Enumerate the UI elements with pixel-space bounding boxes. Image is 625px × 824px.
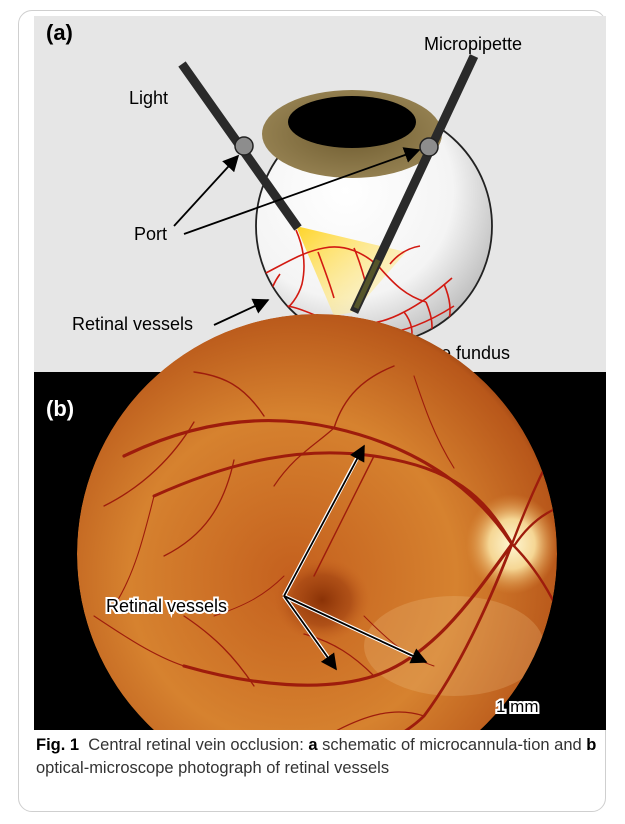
figure-1: (a) Light Micropipette Port Retinal vess… [34, 16, 606, 730]
pupil [288, 96, 416, 148]
label-light: Light [129, 88, 168, 108]
caption-letter-a: a [308, 736, 317, 754]
panel-a-label: (a) [46, 20, 73, 45]
figure-caption: Fig. 1 Central retinal vein occlusion: a… [36, 734, 606, 780]
panel-b-label: (b) [46, 396, 74, 421]
caption-text-2: schematic of microcannula-tion and [318, 736, 587, 754]
scale-bar-label: 1 mm [496, 697, 539, 716]
caption-fig-label: Fig. 1 [36, 736, 79, 754]
port-right [420, 138, 438, 156]
caption-text-3: optical-microscope photograph of retinal… [36, 759, 389, 777]
port-left [235, 137, 253, 155]
label-port: Port [134, 224, 167, 244]
label-retinal-vessels-a: Retinal vessels [72, 314, 193, 334]
label-micropipette: Micropipette [424, 34, 522, 54]
caption-text-1: Central retinal vein occlusion: [88, 736, 308, 754]
label-retinal-vessels-b: Retinal vessels [106, 596, 227, 616]
caption-letter-b: b [586, 736, 596, 754]
